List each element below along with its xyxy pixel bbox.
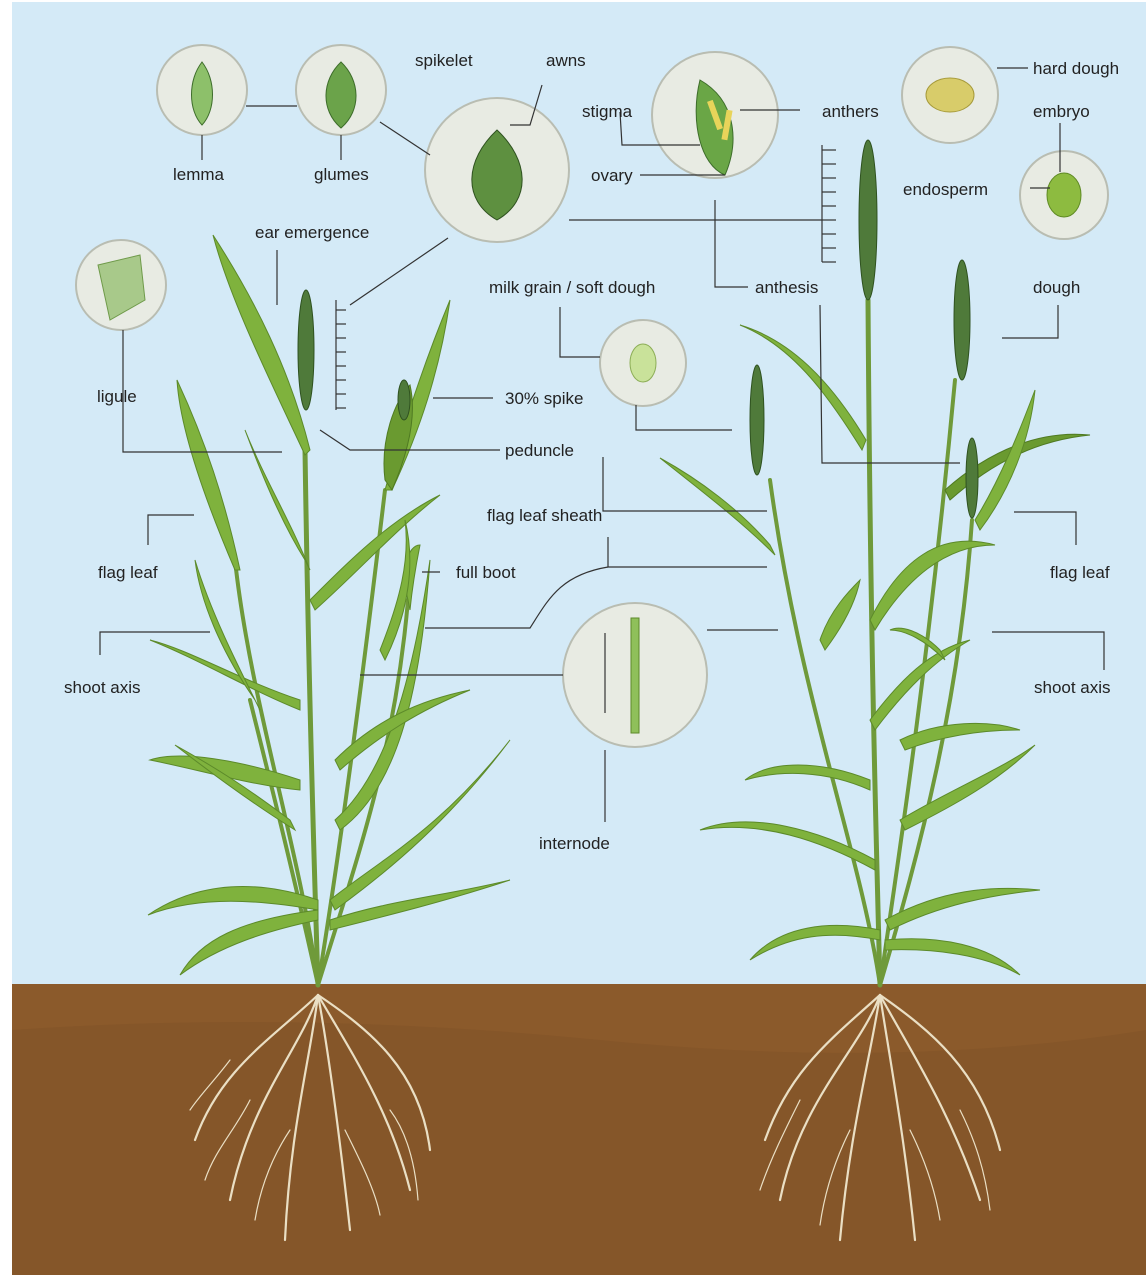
label-endosperm: endosperm	[903, 180, 988, 199]
label-ear-emergence: ear emergence	[255, 223, 369, 242]
label-ligule: ligule	[97, 387, 137, 406]
left-ear-spike	[298, 290, 314, 410]
label-embryo: embryo	[1033, 102, 1090, 121]
inset-lemma	[157, 45, 247, 135]
label-ovary: ovary	[591, 166, 633, 185]
label-30-spike: 30% spike	[505, 389, 583, 408]
inset-ligule	[76, 240, 166, 330]
label-glumes: glumes	[314, 165, 369, 184]
label-shoot-axis-left: shoot axis	[64, 678, 141, 697]
label-awns: awns	[546, 51, 586, 70]
inset-hard-dough	[902, 47, 998, 143]
inset-flower	[652, 52, 778, 178]
label-internode: internode	[539, 834, 610, 853]
label-shoot-axis-right: shoot axis	[1034, 678, 1111, 697]
label-anthers: anthers	[822, 102, 879, 121]
label-hard-dough: hard dough	[1033, 59, 1119, 78]
inset-internode	[563, 603, 707, 747]
inset-dough	[1020, 151, 1108, 239]
label-spikelet: spikelet	[415, 51, 473, 70]
inset-spikelet	[425, 98, 569, 242]
label-lemma: lemma	[173, 165, 225, 184]
label-flag-leaf-sheath: flag leaf sheath	[487, 506, 602, 525]
right-main-spike	[859, 140, 877, 300]
label-stigma: stigma	[582, 102, 633, 121]
label-milk-grain: milk grain / soft dough	[489, 278, 655, 297]
label-flag-leaf-left: flag leaf	[98, 563, 158, 582]
label-full-boot: full boot	[456, 563, 516, 582]
label-anthesis: anthesis	[755, 278, 818, 297]
label-dough: dough	[1033, 278, 1080, 297]
inset-glumes	[296, 45, 386, 135]
label-flag-leaf-right: flag leaf	[1050, 563, 1110, 582]
label-peduncle: peduncle	[505, 441, 574, 460]
inset-milk-grain	[600, 320, 686, 406]
